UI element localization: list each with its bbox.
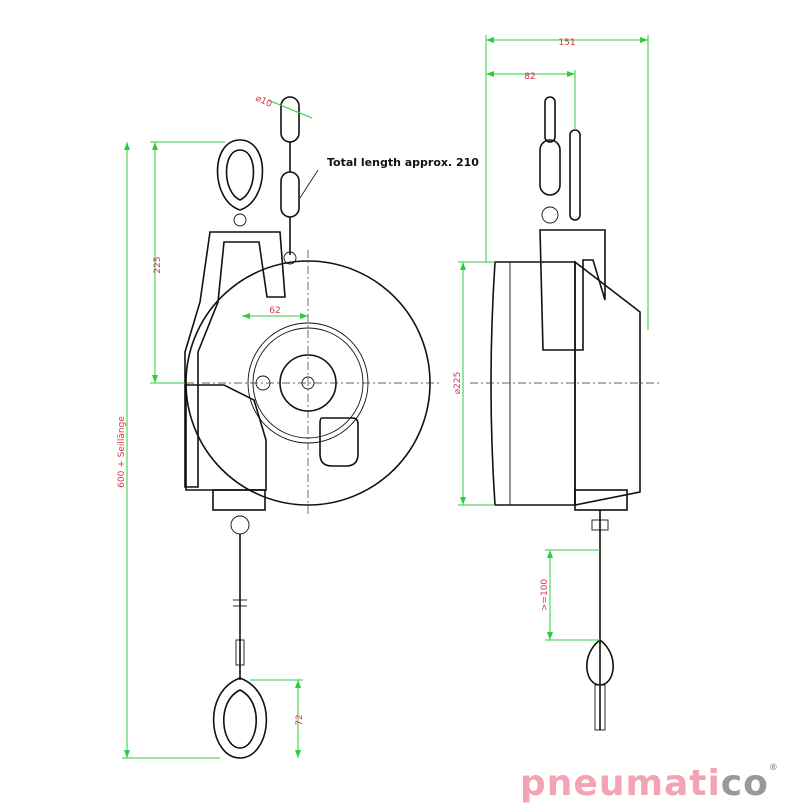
housing-body — [185, 384, 267, 491]
dim-151: 151 — [558, 38, 575, 48]
dim-overall-length: 600 + Seillänge — [117, 416, 127, 488]
mount-bracket — [184, 231, 286, 488]
dim-72: 72 — [295, 714, 305, 725]
dimension-lines — [122, 35, 649, 759]
dim-chain-diameter: ⌀10 — [254, 94, 274, 110]
cable-exit-block — [212, 489, 266, 511]
top-shackle — [216, 139, 264, 211]
pneumatico-logo: pneumatico® — [520, 763, 779, 804]
housing-side — [574, 260, 641, 506]
dim-drum-diameter: ⌀225 — [453, 372, 463, 395]
drum-side — [490, 261, 576, 506]
bracket-side — [539, 229, 606, 351]
cable-guide — [319, 417, 359, 467]
chain — [280, 96, 300, 265]
bottom-hook — [212, 677, 268, 759]
dim-62: 62 — [269, 306, 280, 316]
dim-82: 82 — [524, 72, 535, 82]
dim-225-height: 225 — [153, 256, 163, 273]
front-view — [170, 96, 440, 759]
dim-min-cable: >=100 — [540, 579, 550, 612]
chain-length-note: Total length approx. 210 — [327, 156, 479, 169]
side-view — [470, 96, 660, 731]
